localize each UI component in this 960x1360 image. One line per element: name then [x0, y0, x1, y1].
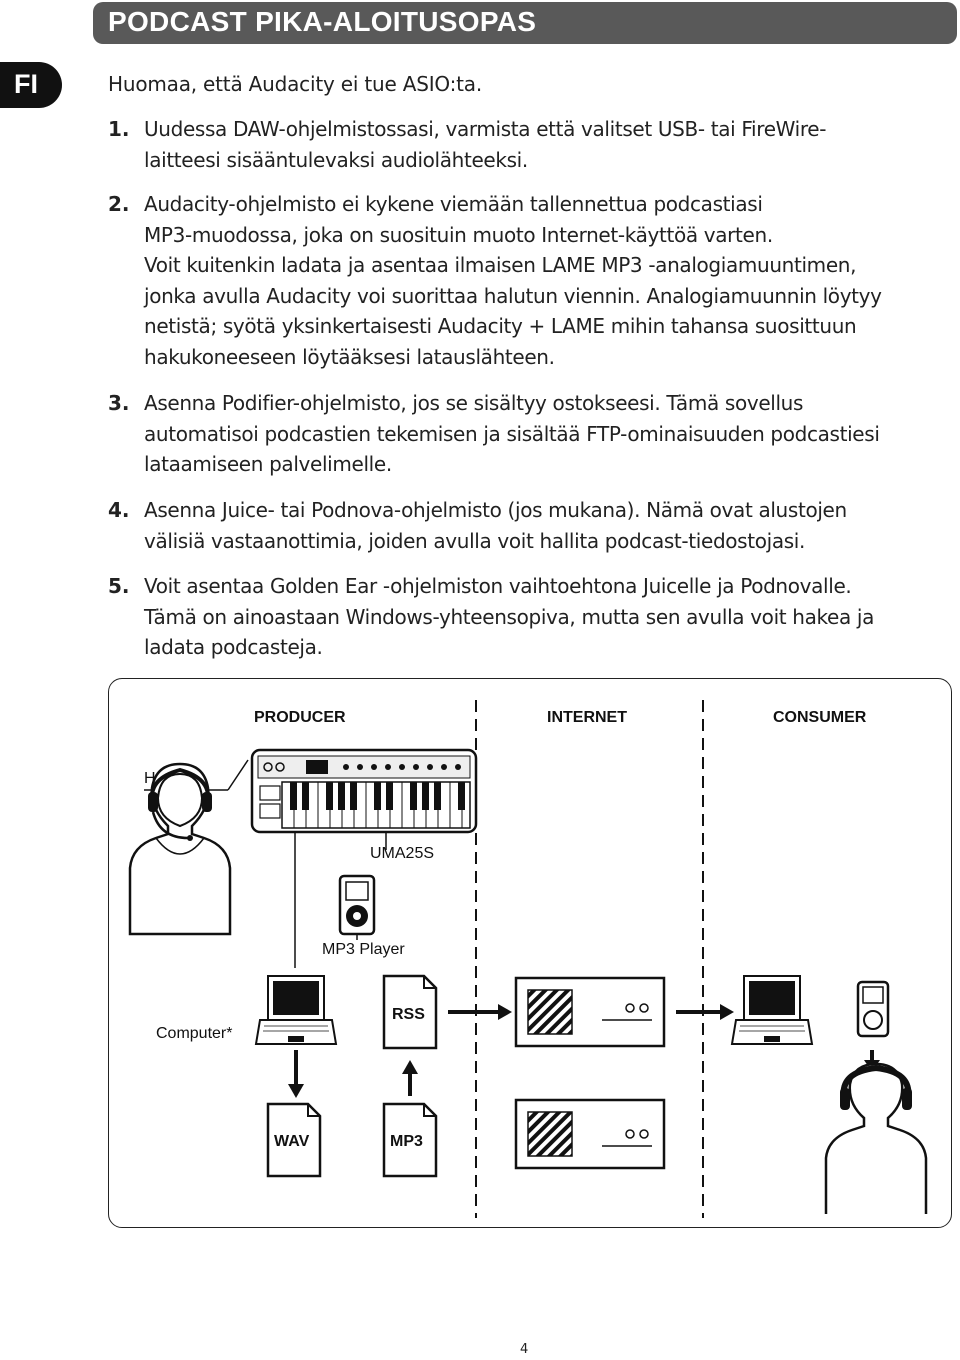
- step-text: Uudessa DAW-ohjelmistossasi, varmista et…: [144, 117, 827, 172]
- page-title: PODCAST PIKA-ALOITUSOPAS: [108, 6, 537, 37]
- podcast-diagram-frame: [108, 678, 952, 1228]
- step-text: Asenna Juice- tai Podnova-ohjelmisto (jo…: [144, 498, 847, 553]
- step-number: 1.: [108, 117, 130, 141]
- producer-person-icon: [128, 762, 232, 936]
- step-text: Audacity-ohjelmisto ei kykene viemään ta…: [144, 192, 882, 369]
- producer-laptop-icon: [254, 975, 338, 1045]
- svg-text:RSS: RSS: [392, 1006, 425, 1023]
- step-number: 5.: [108, 574, 130, 598]
- mp3-file-icon: MP3: [382, 1102, 438, 1178]
- page-number: 4: [520, 1342, 529, 1357]
- consumer-mp3-player-icon: [856, 980, 890, 1038]
- keyboard-label: UMA25S: [370, 845, 434, 862]
- mp3-player-icon: [338, 874, 376, 936]
- keyboard-icon: [250, 748, 478, 834]
- column-internet: INTERNET: [547, 709, 627, 726]
- wav-file-icon: WAV: [266, 1102, 322, 1178]
- asio-note: Huomaa, että Audacity ei tue ASIO:ta.: [108, 72, 483, 96]
- consumer-laptop-icon: [730, 975, 814, 1045]
- step-number: 4.: [108, 498, 130, 522]
- language-code: FI: [14, 69, 38, 99]
- server-icon: [514, 976, 666, 1048]
- svg-text:WAV: WAV: [274, 1133, 310, 1150]
- column-producer: PRODUCER: [254, 709, 346, 726]
- language-tab: [0, 62, 62, 108]
- podcast-workflow-diagram: PRODUCER INTERNET CONSUMER HS1000: [128, 700, 928, 1218]
- computer-label: Computer*: [156, 1025, 232, 1042]
- svg-text:MP3: MP3: [390, 1133, 423, 1150]
- step-text: Asenna Podifier-ohjelmisto, jos se sisäl…: [144, 391, 880, 476]
- column-consumer: CONSUMER: [773, 709, 867, 726]
- consumer-person-icon: [824, 1062, 928, 1214]
- server-icon: [514, 1098, 666, 1170]
- mp3-player-label: MP3 Player: [322, 941, 405, 958]
- header-bar: [93, 2, 957, 44]
- step-text: Voit asentaa Golden Ear -ohjelmiston vai…: [144, 574, 875, 659]
- step-number: 3.: [108, 391, 130, 415]
- rss-file-icon: RSS: [382, 974, 438, 1050]
- step-number: 2.: [108, 192, 130, 216]
